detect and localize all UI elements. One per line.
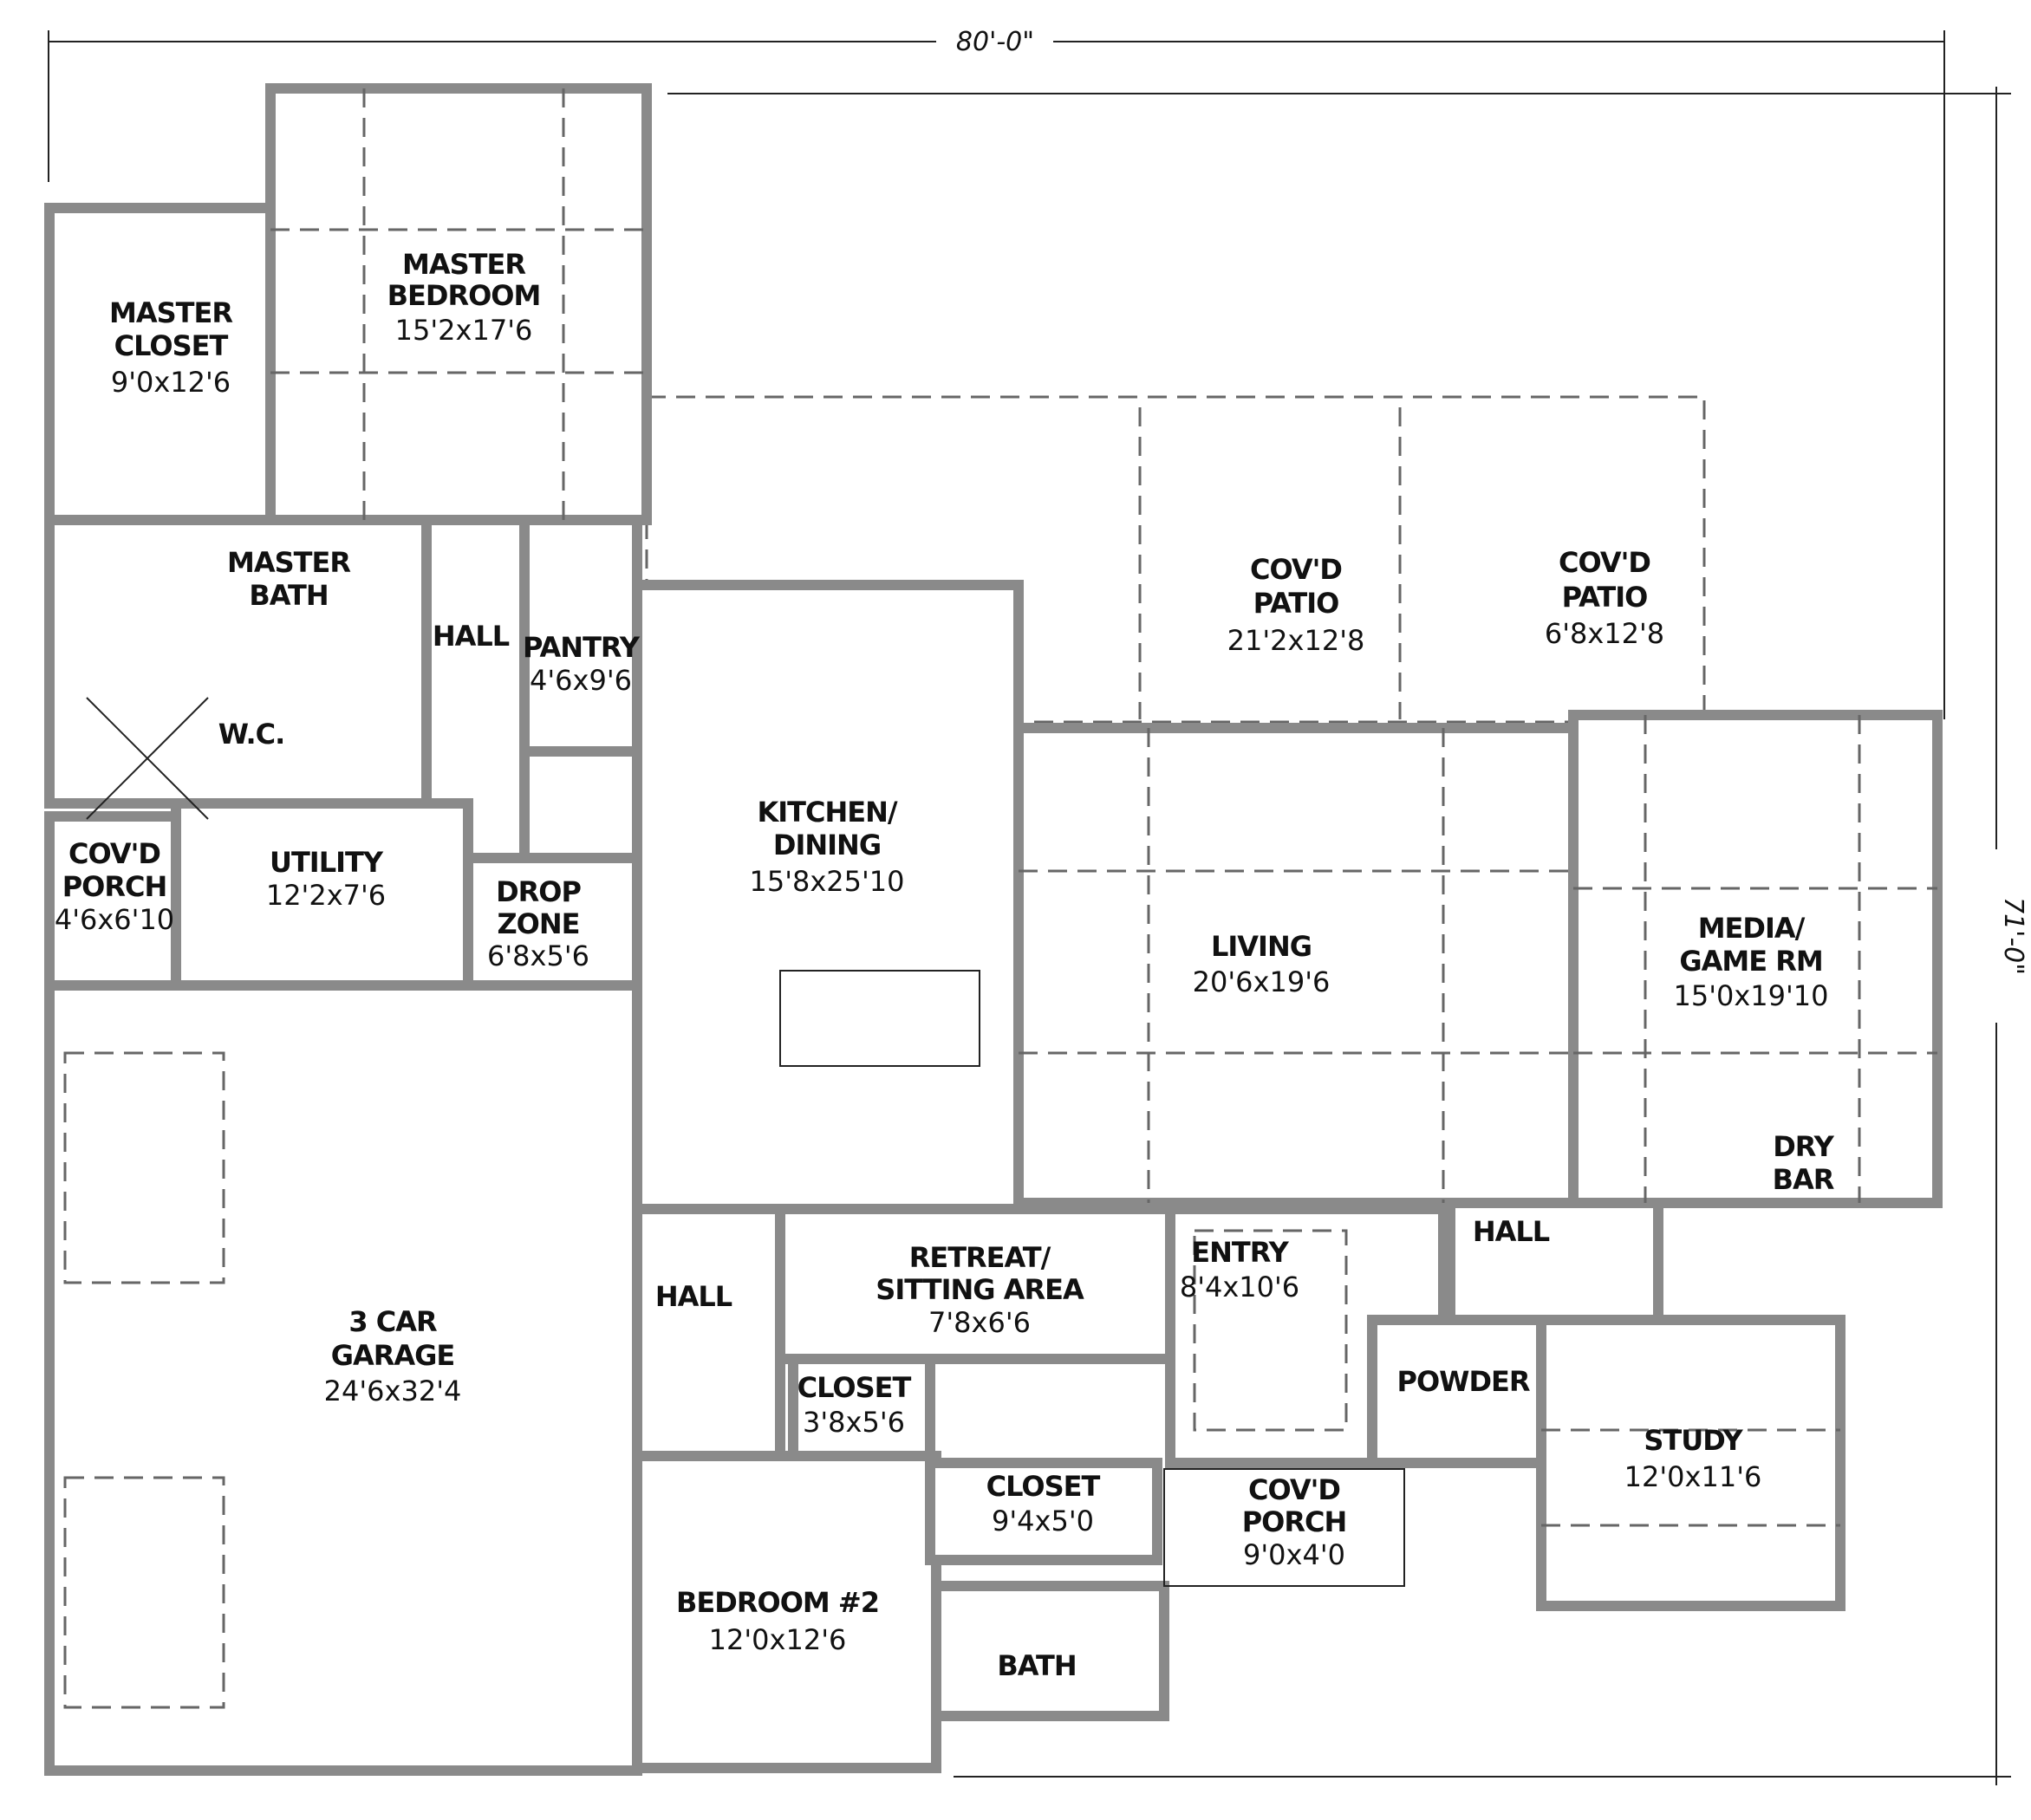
dry-bar-label: DRY [1773, 1130, 1834, 1163]
retreat-dimensions: 7'8x6'6 [928, 1306, 1031, 1339]
garage-label-2: GARAGE [331, 1339, 455, 1372]
master-closet-label-2: CLOSET [114, 329, 229, 362]
closet-small-dimensions: 3'8x5'6 [803, 1406, 905, 1439]
overall-width-dimension: 80'-0" [956, 27, 1034, 57]
utility-label: UTILITY [270, 846, 384, 879]
closet-bed-room [925, 1458, 1162, 1565]
closet-bed-label: CLOSET [986, 1470, 1101, 1503]
retreat-label-2: SITTING AREA [876, 1273, 1084, 1306]
patio-main-dimensions: 21'2x12'8 [1227, 624, 1365, 657]
patio-main-label-2: PATIO [1253, 587, 1339, 620]
drop-zone-label: DROP [496, 875, 581, 908]
master-closet-label: MASTER [109, 296, 232, 329]
porch-side-label: COV'D [68, 837, 160, 870]
living-label: LIVING [1211, 930, 1312, 963]
study-dimensions: 12'0x11'6 [1624, 1460, 1762, 1493]
drop-zone-room [463, 853, 642, 993]
kitchen-label: KITCHEN/ [757, 796, 897, 829]
porch-front-room [1163, 1468, 1405, 1587]
overall-depth-dimension: 71'-0" [1998, 897, 2028, 975]
master-closet-dimensions: 9'0x12'6 [111, 366, 231, 399]
master-bedroom-dimensions: 15'2x17'6 [395, 314, 533, 347]
porch-front-dimensions: 9'0x4'0 [1243, 1538, 1345, 1571]
porch-side-room [44, 811, 181, 991]
hall-master-label: HALL [433, 620, 510, 653]
walls [44, 83, 1943, 1776]
ceiling-details [63, 88, 1937, 1709]
bath-label: BATH [997, 1649, 1076, 1682]
bedroom2-dimensions: 12'0x12'6 [709, 1623, 847, 1656]
patio-outline [645, 395, 1706, 724]
porch-front-label-2: PORCH [1242, 1505, 1347, 1538]
living-room [1013, 723, 1579, 1208]
room-labels: MASTER BEDROOM 15'2x17'6 MASTER CLOSET 9… [55, 248, 1836, 1682]
master-closet-room [44, 203, 276, 525]
kitchen-island [779, 970, 980, 1067]
bedroom2-label: BEDROOM #2 [676, 1586, 879, 1619]
kitchen-dimensions: 15'8x25'10 [749, 865, 904, 898]
living-dimensions: 20'6x19'6 [1193, 965, 1331, 998]
wc-label: W.C. [218, 718, 284, 751]
hall-left-room [632, 1204, 785, 1461]
garage-dimensions: 24'6x32'4 [324, 1375, 462, 1407]
powder-label: POWDER [1396, 1365, 1529, 1398]
kitchen-room [632, 580, 1024, 1214]
master-bath-label: MASTER [227, 546, 350, 579]
master-bath-room [44, 515, 432, 809]
patio-side-label: COV'D [1559, 546, 1650, 579]
porch-side-label-2: PORCH [62, 870, 167, 903]
porch-side-dimensions: 4'6x6'10 [55, 903, 174, 936]
dry-bar-label-2: BAR [1773, 1163, 1834, 1196]
drop-zone-dimensions: 6'8x5'6 [487, 939, 589, 972]
media-room [1568, 710, 1943, 1208]
study-room [1536, 1315, 1845, 1611]
media-dimensions: 15'0x19'10 [1673, 979, 1828, 1012]
patio-main-label: COV'D [1250, 553, 1342, 586]
entry-dimensions: 8'4x10'6 [1180, 1271, 1299, 1303]
porch-front-label: COV'D [1248, 1473, 1340, 1506]
drop-zone-label-2: ZONE [497, 907, 579, 940]
utility-dimensions: 12'2x7'6 [266, 879, 386, 912]
study-label: STUDY [1644, 1424, 1743, 1457]
garage-label: 3 CAR [348, 1305, 437, 1338]
dimension-lines: 80'-0" 71'-0" [48, 27, 2028, 1785]
patio-side-label-2: PATIO [1562, 581, 1648, 614]
entry-label: ENTRY [1191, 1236, 1289, 1269]
kitchen-label-2: DINING [773, 829, 881, 861]
media-label-2: GAME RM [1679, 945, 1822, 978]
patio-side-dimensions: 6'8x12'8 [1545, 617, 1664, 650]
master-bedroom-room [265, 83, 652, 525]
hall-left-label: HALL [655, 1280, 732, 1313]
closet-bed-dimensions: 9'4x5'0 [992, 1505, 1094, 1537]
bath-room [931, 1581, 1169, 1721]
hall-right-label: HALL [1473, 1215, 1550, 1248]
closet-small-room [788, 1354, 935, 1461]
retreat-label: RETREAT/ [909, 1241, 1051, 1274]
pantry-dimensions: 4'6x9'6 [530, 664, 632, 697]
media-label: MEDIA/ [1698, 912, 1806, 945]
master-bath-label-2: BATH [249, 579, 328, 612]
closet-small-label: CLOSET [797, 1371, 912, 1404]
garage-room [44, 980, 642, 1776]
master-bedroom-label: MASTER [402, 248, 525, 281]
master-bedroom-label-2: BEDROOM [387, 279, 541, 312]
pantry-label: PANTRY [523, 631, 641, 664]
